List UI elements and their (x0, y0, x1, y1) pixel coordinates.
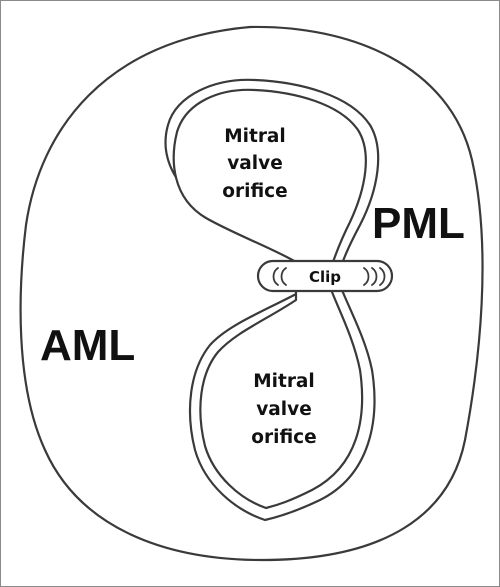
bottom-orifice-label: Mitral valve orifice (251, 371, 316, 448)
top-orifice-line-1: Mitral (224, 126, 286, 147)
bottom-orifice-line-2: valve (256, 399, 312, 420)
clip-right-grip-icon (363, 267, 386, 286)
clip-label: Clip (309, 268, 341, 286)
aml-label: AML (40, 321, 135, 370)
clip: Clip (256, 259, 394, 293)
clip-body (256, 259, 394, 293)
bottom-orifice-line-1: Mitral (253, 371, 315, 392)
top-orifice-label: Mitral valve orifice (222, 126, 287, 202)
top-orifice-line-2: valve (227, 153, 283, 174)
bottom-orifice-line-3: orifice (251, 427, 316, 448)
pml-label: PML (372, 199, 465, 248)
top-orifice-line-3: orifice (222, 181, 287, 202)
clip-left-grip-icon (272, 267, 287, 286)
